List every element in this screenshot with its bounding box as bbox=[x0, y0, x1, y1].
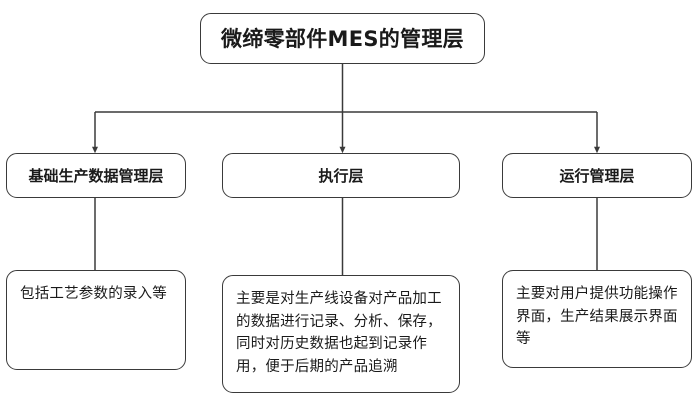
node-title-label: 微缔零部件MES的管理层 bbox=[221, 26, 464, 51]
node-desc-basic-data-text: 包括工艺参数的录入等 bbox=[20, 286, 167, 302]
node-desc-basic-data[interactable]: 包括工艺参数的录入等 bbox=[6, 270, 186, 370]
node-desc-operation[interactable]: 主要对用户提供功能操作界面，生产结果展示界面等 bbox=[502, 270, 692, 368]
node-layer-basic-data-label: 基础生产数据管理层 bbox=[28, 166, 164, 185]
node-layer-operation[interactable]: 运行管理层 bbox=[502, 153, 692, 198]
node-layer-operation-label: 运行管理层 bbox=[559, 166, 635, 185]
node-desc-execution[interactable]: 主要是对生产线设备对产品加工的数据进行记录、分析、保存，同时对历史数据也起到记录… bbox=[222, 275, 460, 393]
node-title-management-layer[interactable]: 微缔零部件MES的管理层 bbox=[200, 13, 485, 64]
node-layer-execution-label: 执行层 bbox=[318, 166, 364, 185]
node-layer-execution[interactable]: 执行层 bbox=[222, 153, 460, 198]
node-desc-operation-text: 主要对用户提供功能操作界面，生产结果展示界面等 bbox=[516, 286, 678, 347]
node-desc-execution-text: 主要是对生产线设备对产品加工的数据进行记录、分析、保存，同时对历史数据也起到记录… bbox=[236, 291, 442, 375]
node-layer-basic-data[interactable]: 基础生产数据管理层 bbox=[6, 153, 186, 198]
